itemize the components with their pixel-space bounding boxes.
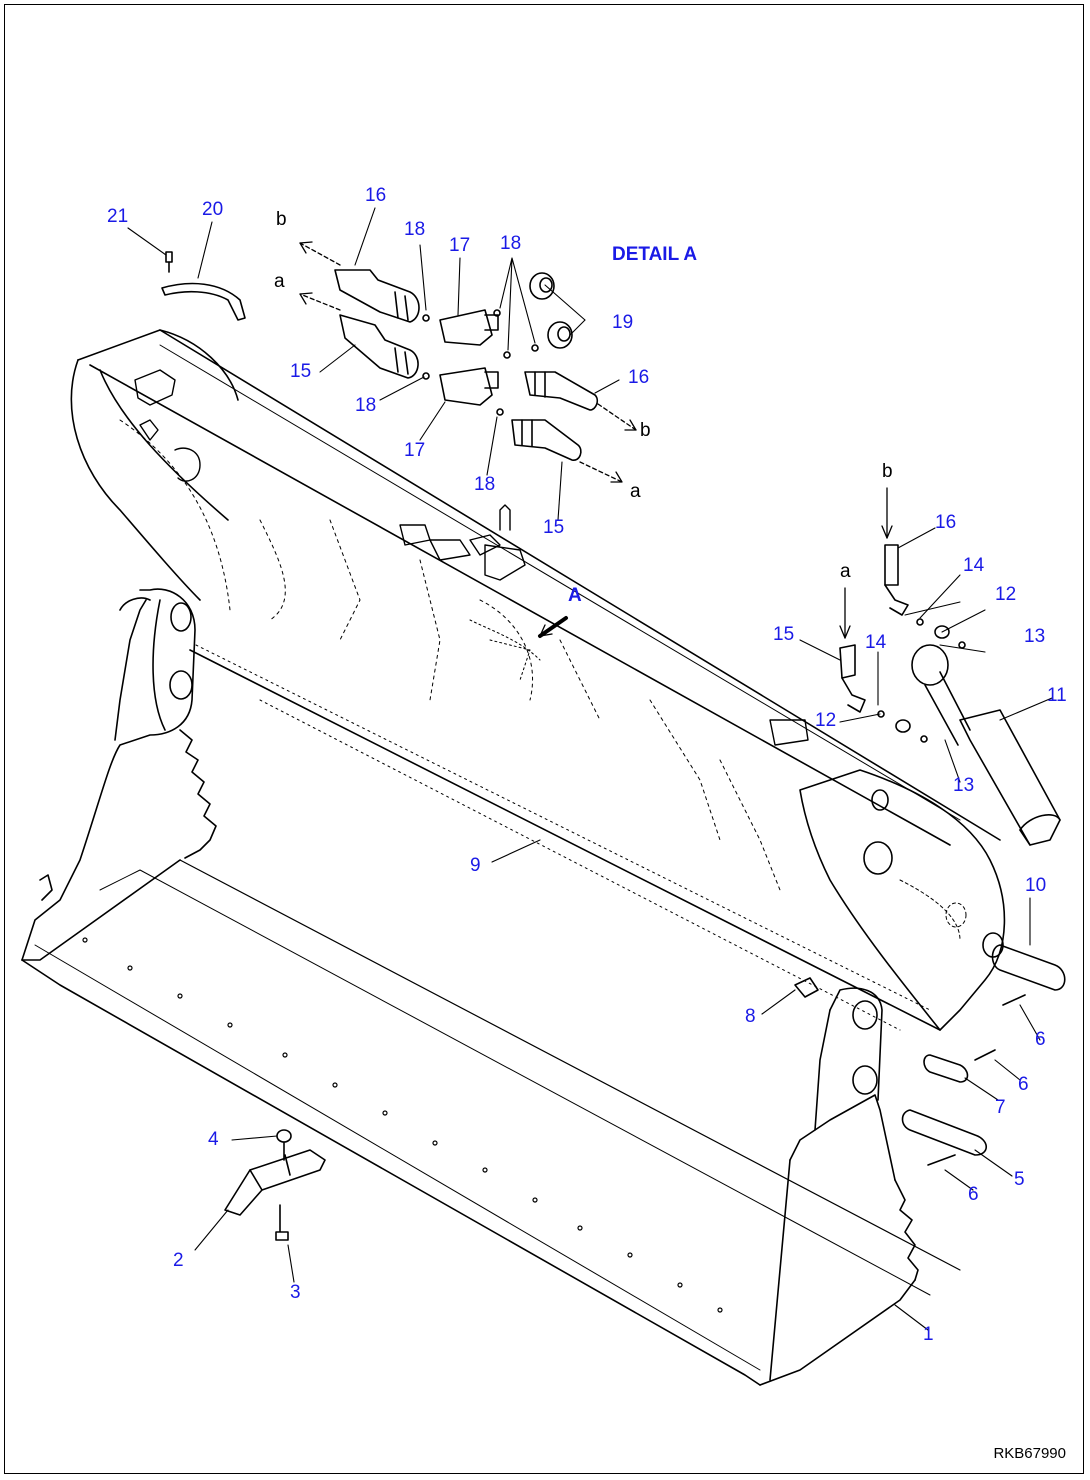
- detail-a-title: DETAIL A: [612, 244, 698, 265]
- ref-label-b-right: b: [882, 461, 893, 482]
- callout-15-detail-lower: 15: [543, 517, 565, 538]
- callout-20: 20: [202, 199, 224, 220]
- callout-18-bottom: 18: [474, 474, 496, 495]
- callout-6-mid: 6: [1018, 1074, 1029, 1095]
- callout-17-lower: 17: [404, 440, 426, 461]
- callout-21: 21: [107, 206, 129, 227]
- bucket-top-fittings: [134, 369, 809, 746]
- callout-1: 1: [923, 1324, 934, 1345]
- callout-12-lower: 12: [815, 710, 837, 731]
- drawing-number: RKB67990: [993, 1445, 1066, 1462]
- callout-14-upper: 14: [963, 555, 985, 576]
- ref-label-a-lower: a: [630, 481, 641, 502]
- pins: [794, 932, 1066, 1166]
- hydraulic-cylinder: [911, 644, 1061, 846]
- callout-15-detail-upper: 15: [290, 361, 312, 382]
- callout-13-upper: 13: [1024, 626, 1046, 647]
- detail-a-parts: [161, 251, 598, 461]
- callout-4: 4: [208, 1129, 219, 1150]
- flow-arrows: [299, 241, 893, 639]
- callout-16-detail-upper: 16: [365, 185, 387, 206]
- ref-label-b-lower: b: [640, 420, 651, 441]
- callout-19: 19: [612, 312, 634, 333]
- bucket-body: [21, 329, 1006, 1386]
- callout-16-detail-lower: 16: [628, 367, 650, 388]
- ref-label-a-upper: a: [274, 271, 285, 292]
- callout-12-upper: 12: [995, 584, 1017, 605]
- callout-2: 2: [173, 1250, 184, 1271]
- drawing-frame: [4, 4, 1084, 1474]
- callout-6-top: 6: [1035, 1029, 1046, 1050]
- callout-6-bottom: 6: [968, 1184, 979, 1205]
- detail-a-marker: A: [568, 585, 582, 606]
- callout-14-lower: 14: [865, 632, 887, 653]
- callout-18-top-left: 18: [404, 219, 426, 240]
- callout-9: 9: [470, 855, 481, 876]
- right-fittings: [839, 544, 966, 743]
- leader-lines: [127, 207, 1053, 1331]
- callout-13-lower: 13: [953, 775, 975, 796]
- callout-5: 5: [1014, 1169, 1025, 1190]
- ref-label-a-right: a: [840, 561, 851, 582]
- callout-15-right: 15: [773, 624, 795, 645]
- callout-8: 8: [745, 1006, 756, 1027]
- callout-3: 3: [290, 1282, 301, 1303]
- callout-17-upper: 17: [449, 235, 471, 256]
- callout-18-top-right: 18: [500, 233, 522, 254]
- callout-7: 7: [995, 1097, 1006, 1118]
- callout-16-right: 16: [935, 512, 957, 533]
- callout-11: 11: [1047, 685, 1067, 706]
- tooth-assembly: [224, 1129, 326, 1241]
- ref-label-b-upper: b: [276, 209, 287, 230]
- callout-10: 10: [1025, 875, 1047, 896]
- callout-18-mid: 18: [355, 395, 377, 416]
